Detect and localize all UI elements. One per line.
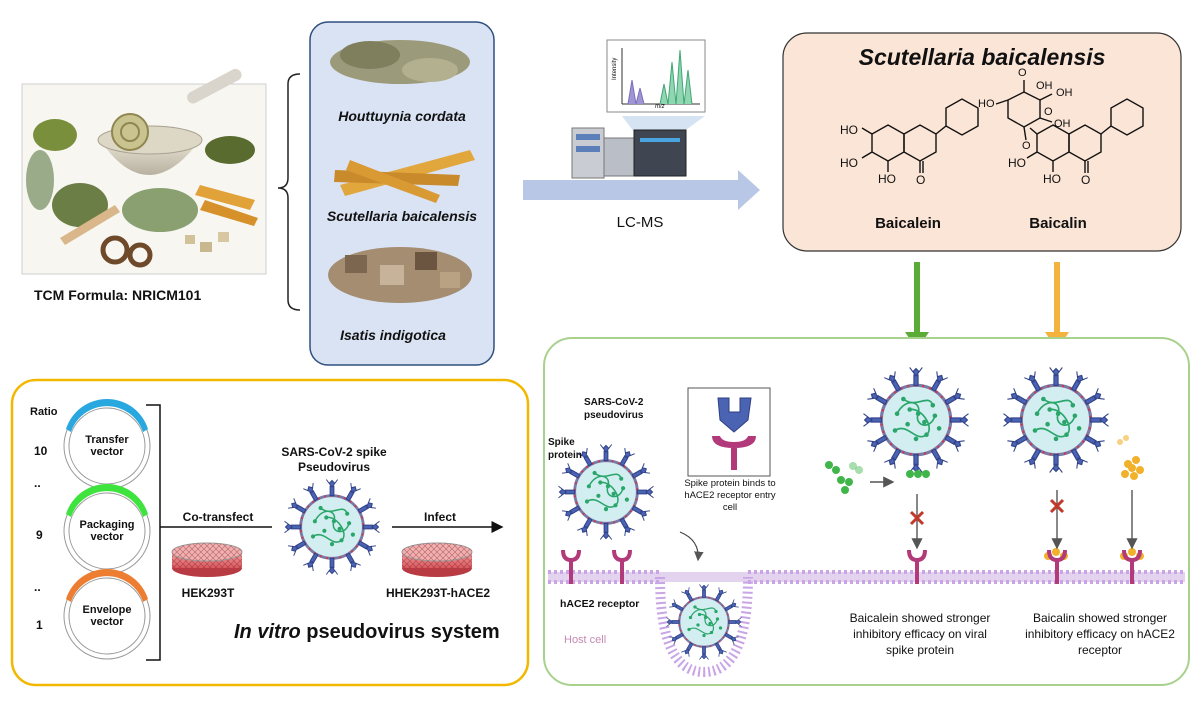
ratio-envelope: 1 bbox=[36, 618, 43, 632]
baicalin-name: Baicalin bbox=[1029, 215, 1087, 232]
baicalin-o-link: O bbox=[1022, 140, 1031, 152]
vector-bracket bbox=[146, 404, 161, 661]
block-marks bbox=[909, 498, 1065, 526]
baicalein-ho-2: HO bbox=[840, 156, 858, 170]
lcms-mz-label: m/z bbox=[655, 104, 665, 110]
baicalin-ho-2: HO bbox=[1043, 172, 1061, 186]
plasmid-envelope bbox=[63, 568, 151, 660]
hek293t-hace2-label: HHEK293T-hACE2 bbox=[385, 586, 491, 600]
baicalin-o-2: O bbox=[1044, 106, 1053, 118]
baicalein-carbonyl: O bbox=[916, 173, 926, 187]
ratio-transfer: 10 bbox=[34, 444, 48, 458]
system-title: In vitro pseudovirus system bbox=[234, 621, 500, 644]
herb-label-houttuynia: Houttuynia cordata bbox=[338, 108, 466, 124]
baicalein-ho-3: HO bbox=[878, 172, 896, 186]
pseudovirus-system-panel bbox=[10, 378, 530, 687]
baicalin-carbonyl: O bbox=[1081, 173, 1091, 187]
lcms-arrow bbox=[523, 170, 760, 210]
lcms-intensity-label: Intensity bbox=[612, 57, 618, 80]
vector-transfer-label: Transfer vector bbox=[85, 434, 129, 458]
ratio-dots-1: .. bbox=[34, 476, 41, 490]
baicalin-ho-acid: HO bbox=[978, 98, 995, 110]
tcm-formula-photo bbox=[21, 68, 267, 275]
spike-binding-icon bbox=[712, 397, 756, 470]
vector-packaging-label: Packaging vector bbox=[79, 519, 135, 543]
cotransfect-label: Co-transfect bbox=[182, 510, 254, 524]
herb-brace bbox=[277, 73, 301, 311]
spike-protein-label: Spike protein bbox=[548, 437, 582, 461]
hek293t-label: HEK293T bbox=[181, 586, 235, 600]
ratio-label: Ratio bbox=[30, 406, 58, 418]
baicalin-oh-3: OH bbox=[1054, 118, 1071, 130]
baicalin-result: Baicalin showed stronger inhibitory effi… bbox=[1025, 611, 1175, 657]
scutellaria-title: Scutellaria baicalensis bbox=[858, 44, 1106, 70]
baicalin-ho-1: HO bbox=[1008, 156, 1026, 170]
baicalin-structure bbox=[995, 80, 1144, 173]
dish-hek293t-hace2 bbox=[401, 542, 473, 578]
tcm-formula-label: TCM Formula: NRICM101 bbox=[34, 287, 202, 303]
baicalin-oh-1: OH bbox=[1036, 80, 1053, 92]
herb-label-scutellaria: Scutellaria baicalensis bbox=[326, 208, 478, 224]
ratio-dots-2: .. bbox=[34, 580, 41, 594]
lcms-instrument bbox=[571, 127, 687, 179]
herb-label-isatis: Isatis indigotica bbox=[340, 327, 446, 343]
host-cell-label: Host cell bbox=[564, 634, 607, 646]
lcms-label: LC-MS bbox=[616, 214, 664, 231]
system-title-invitro: In vitro bbox=[234, 621, 301, 643]
sars-pseudovirus-label: SARS-CoV-2 pseudovirus bbox=[584, 397, 644, 421]
vector-envelope-label: Envelope vector bbox=[82, 604, 132, 628]
lcms-chart bbox=[606, 39, 706, 113]
baicalin-oh-2: OH bbox=[1056, 87, 1073, 99]
binding-inset bbox=[687, 387, 771, 477]
host-cell-membrane bbox=[548, 570, 1185, 678]
hace2-receptor-label: hACE2 receptor bbox=[560, 598, 640, 610]
baicalin-o-1: O bbox=[1018, 67, 1027, 79]
baicalein-molecules bbox=[825, 461, 930, 494]
system-title-rest: pseudovirus system bbox=[300, 621, 500, 643]
baicalein-ho-1: HO bbox=[840, 123, 858, 137]
infect-label: Infect bbox=[423, 510, 456, 524]
herb-photo-isatis bbox=[328, 247, 472, 303]
dish-hek293t bbox=[171, 542, 243, 578]
herb-photo-scutellaria bbox=[334, 150, 475, 203]
baicalein-structure bbox=[861, 98, 979, 173]
scutellaria-panel bbox=[782, 32, 1182, 252]
baicalein-result: Baicalein showed stronger inhibitory eff… bbox=[849, 611, 991, 657]
binding-caption: Spike protein binds to hACE2 receptor en… bbox=[684, 478, 776, 513]
spike-pseudovirus-label: SARS-CoV-2 spike Pseudovirus bbox=[281, 445, 387, 474]
ratio-packaging: 9 bbox=[36, 528, 43, 542]
baicalein-name: Baicalein bbox=[875, 215, 941, 232]
herb-photo-houttuynia bbox=[330, 40, 470, 84]
